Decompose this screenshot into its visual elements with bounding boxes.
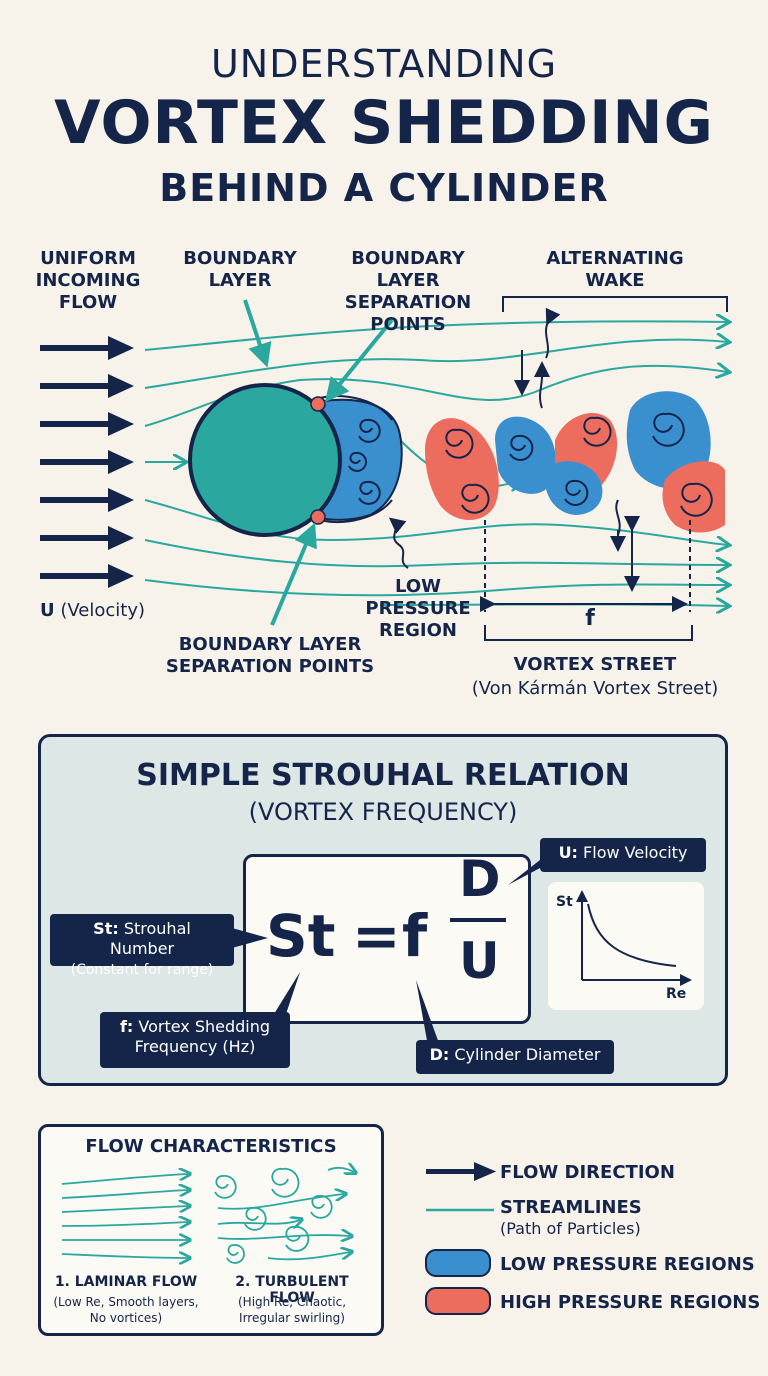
- separation-points-top-label: BOUNDARY LAYER SEPARATION POINTS: [344, 248, 472, 335]
- graph-x-label: Re: [666, 986, 687, 1002]
- strouhal-title: SIMPLE STROUHAL RELATION: [136, 758, 630, 793]
- separation-points-bottom-label: BOUNDARY LAYER SEPARATION POINTS: [165, 634, 375, 677]
- tag-u-text: Flow Velocity: [583, 843, 688, 862]
- wake-vortices: [425, 391, 725, 533]
- laminar-flow-lines: [61, 1174, 188, 1258]
- title-line-1: UNDERSTANDING: [210, 42, 558, 86]
- high-pressure-vortex: [662, 461, 725, 533]
- legend-flow-direction-icon: [426, 1162, 496, 1181]
- separation-bottom-pointer: [270, 522, 317, 626]
- low-pressure-vortex: [544, 461, 603, 515]
- flow-characteristics-art: [61, 1124, 384, 1336]
- near-wake-swirls: [348, 418, 381, 505]
- high-pressure-vortex: [425, 418, 499, 520]
- flow-arrow: [40, 564, 134, 588]
- tag-st-text: Strouhal Number: [109, 919, 191, 958]
- eq-st: St: [266, 902, 336, 970]
- eq-f: f: [402, 902, 428, 970]
- legend-high-pressure: HIGH PRESSURE REGIONS: [500, 1292, 761, 1313]
- separation-top-pointer: [324, 318, 394, 403]
- legend-high-pressure-swatch: [425, 1287, 491, 1315]
- incoming-flow-label: UNIFORM INCOMING FLOW: [35, 248, 141, 313]
- oscillation-arrows: [514, 307, 640, 592]
- tag-f-sub: Frequency (Hz): [134, 1037, 256, 1056]
- tag-cylinder-diameter: D: Cylinder Diameter: [416, 1040, 614, 1074]
- low-pressure-region-label: LOW PRESSURE REGION: [365, 576, 471, 641]
- flow-arrow: [40, 450, 134, 474]
- laminar-flow-title: 1. LAMINAR FLOW: [54, 1274, 198, 1290]
- frequency-dimension: [480, 520, 693, 641]
- graph-curve: [587, 903, 677, 967]
- eq-numerator: D: [459, 850, 501, 908]
- wake-bracket: [502, 296, 728, 312]
- tag-strouhal-number: St: Strouhal Number (Constant for range): [50, 914, 234, 978]
- tag-d-key: D:: [429, 1045, 450, 1064]
- flow-arrow: [40, 488, 134, 512]
- separation-point-top: [310, 396, 326, 412]
- vortex-diagram: [40, 296, 768, 641]
- cylinder: [188, 383, 342, 537]
- st-re-graph: St Re: [548, 882, 704, 1010]
- title-main: VORTEX SHEDDING: [54, 88, 714, 158]
- fraction-bar: [450, 918, 506, 922]
- flow-arrow: [40, 374, 134, 398]
- flow-characteristics-title: FLOW CHARACTERISTICS: [85, 1136, 337, 1157]
- alternating-wake-label: ALTERNATING WAKE: [546, 248, 684, 291]
- tag-f-text: Vortex Shedding: [138, 1017, 271, 1036]
- title-line-3: BEHIND A CYLINDER: [159, 166, 609, 210]
- velocity-label: U (Velocity): [40, 600, 145, 621]
- tag-shedding-frequency: f: Vortex Shedding Frequency (Hz): [100, 1012, 290, 1068]
- flow-arrow: [40, 336, 134, 360]
- velocity-text: (Velocity): [60, 600, 146, 621]
- incoming-flow-arrows: [40, 336, 134, 588]
- laminar-flow-desc: (Low Re, Smooth layers, No vortices): [53, 1295, 199, 1325]
- turbulent-flow-title: 2. TURBULENT FLOW: [235, 1274, 349, 1306]
- turbulent-flow-swirls: [214, 1168, 354, 1264]
- separation-point-bottom: [310, 509, 326, 525]
- legend-flow-direction: FLOW DIRECTION: [500, 1162, 675, 1183]
- tag-f-key: f:: [119, 1017, 134, 1036]
- st-re-graph-svg: [576, 890, 692, 986]
- boundary-layer-label: BOUNDARY LAYER: [183, 248, 297, 291]
- tag-st-key: St:: [93, 919, 119, 938]
- turbulent-flow-desc: (High Re, Chaotic, Irregular swirling): [237, 1295, 347, 1325]
- eq-equals: =: [352, 902, 401, 970]
- flow-arrow: [40, 526, 134, 550]
- legend-streamlines-sub: (Path of Particles): [500, 1219, 641, 1238]
- flow-arrow: [40, 412, 134, 436]
- tag-pointers: [232, 860, 540, 1046]
- legend-symbols: [425, 1162, 496, 1315]
- boundary-layer-pointer: [243, 299, 272, 368]
- flow-characteristics-box: [38, 1124, 384, 1336]
- tag-st-sub: (Constant for range): [70, 962, 214, 978]
- legend-low-pressure: LOW PRESSURE REGIONS: [500, 1254, 755, 1275]
- strouhal-subtitle: (VORTEX FREQUENCY): [248, 798, 518, 826]
- frequency-label: f: [585, 606, 595, 631]
- low-pressure-vortex: [495, 416, 556, 494]
- legend-streamlines: STREAMLINES: [500, 1197, 642, 1218]
- graph-y-label: St: [556, 894, 573, 910]
- tag-flow-velocity: U: Flow Velocity: [540, 838, 706, 872]
- velocity-symbol: U: [40, 600, 55, 621]
- tag-d-text: Cylinder Diameter: [454, 1045, 601, 1064]
- vortex-street-label: VORTEX STREET: [513, 654, 677, 675]
- tag-u-key: U:: [558, 843, 578, 862]
- von-karman-label: (Von Kármán Vortex Street): [471, 678, 719, 699]
- legend-low-pressure-swatch: [425, 1249, 491, 1277]
- low-pressure-pointer: [388, 517, 409, 569]
- eq-denominator: U: [459, 932, 500, 990]
